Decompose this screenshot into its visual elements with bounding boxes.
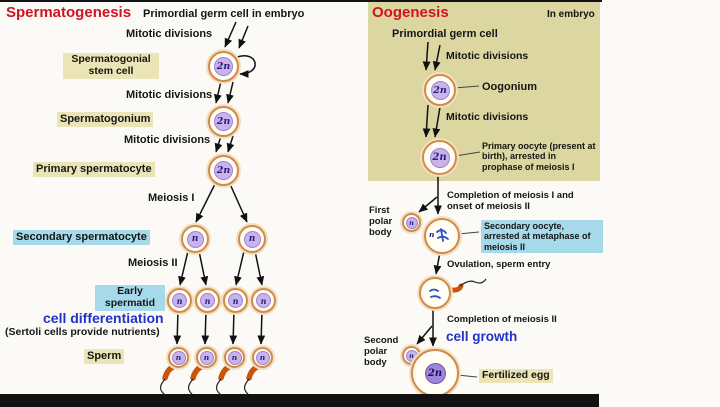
nucleus-ploidy: n bbox=[171, 350, 186, 365]
nucleus-ploidy: n bbox=[186, 230, 204, 248]
mitotic-divisions-label-3: Mitotic divisions bbox=[124, 134, 211, 146]
fertilized-egg-cell: 2n bbox=[411, 349, 459, 397]
nucleus-ploidy: 2n bbox=[214, 161, 233, 180]
spermatogonium-label: Spermatogonium bbox=[57, 112, 154, 127]
sertoli-note-label: (Sertoli cells provide nutrients) bbox=[5, 326, 160, 338]
sperm-cell-3: n bbox=[224, 347, 245, 368]
ovulated-oocyte-cell bbox=[419, 277, 451, 309]
ploidy-label: n bbox=[429, 230, 435, 239]
nucleus-ploidy: n bbox=[405, 216, 418, 229]
nucleus-ploidy: n bbox=[256, 293, 271, 308]
spermatid-cell-2: n bbox=[195, 288, 220, 313]
spermatid-cell-3: n bbox=[223, 288, 248, 313]
spermatid-cell-4: n bbox=[251, 288, 276, 313]
secondary-spermatocyte-label: Secondary spermatocyte bbox=[13, 230, 150, 245]
mitotic-divisions-label-1: Mitotic divisions bbox=[126, 28, 213, 40]
nucleus-ploidy: n bbox=[227, 350, 242, 365]
oogonium-label: Oogonium bbox=[482, 81, 537, 93]
nucleus-ploidy: n bbox=[243, 230, 261, 248]
sperm-entry-icon bbox=[448, 278, 487, 293]
spermatogonial-stem-cell-label: Spermatogonial stem cell bbox=[63, 53, 159, 79]
primary-oocyte-label: Primary oocyte (present at birth), arres… bbox=[482, 141, 596, 172]
primary-spermatocyte-label: Primary spermatocyte bbox=[33, 162, 155, 177]
mitotic-divisions-label-5: Mitotic divisions bbox=[446, 111, 529, 123]
chromosomes-icon bbox=[436, 228, 449, 242]
nucleus-ploidy: n bbox=[255, 350, 270, 365]
second-polar-body-label: Second polar body bbox=[364, 335, 399, 368]
meiosis-i-label: Meiosis I bbox=[148, 192, 195, 204]
primary-oocyte-cell: 2n bbox=[422, 140, 457, 175]
oogenesis-title: Oogenesis bbox=[372, 4, 449, 21]
secondary-oocyte-label: Secondary oocyte, arrested at metaphase … bbox=[481, 220, 603, 253]
nucleus-ploidy: 2n bbox=[214, 57, 233, 76]
sperm-cell-4: n bbox=[252, 347, 273, 368]
first-polar-body-cell: n bbox=[402, 213, 421, 232]
first-polar-body-label: First polar body bbox=[369, 205, 393, 238]
fertilized-egg-label: Fertilized egg bbox=[479, 369, 553, 383]
spermatogonium-cell: 2n bbox=[208, 106, 239, 137]
secondary-spermatocyte-cell-right: n bbox=[238, 225, 266, 253]
spermatogenesis-title: Spermatogenesis bbox=[6, 4, 132, 21]
oogonium-cell: 2n bbox=[424, 74, 456, 106]
secondary-oocyte-cell: n bbox=[424, 218, 460, 254]
early-spermatid-label: Early spermatid bbox=[95, 285, 165, 311]
sperm-cell-2: n bbox=[196, 347, 217, 368]
primary-spermatocyte-cell: 2n bbox=[208, 155, 239, 186]
cell-differentiation-label: cell differentiation bbox=[43, 310, 164, 326]
embryo-panel bbox=[368, 2, 600, 181]
bottom-border bbox=[0, 394, 599, 407]
nucleus-ploidy: n bbox=[228, 293, 243, 308]
primordial-germ-cell-embryo-label: Primordial germ cell in embryo bbox=[143, 8, 305, 20]
chromosomes-icon bbox=[429, 288, 441, 299]
nucleus-ploidy: 2n bbox=[424, 362, 446, 384]
nucleus-ploidy: n bbox=[199, 350, 214, 365]
ovulation-label: Ovulation, sperm entry bbox=[447, 259, 551, 270]
primordial-germ-cell-label: Primordial germ cell bbox=[392, 28, 498, 40]
completion-meiosis-i-label: Completion of meiosis I and onset of mei… bbox=[447, 190, 574, 212]
mitotic-divisions-label-4: Mitotic divisions bbox=[446, 50, 529, 62]
nucleus-ploidy: 2n bbox=[430, 80, 450, 100]
mitotic-divisions-label-2: Mitotic divisions bbox=[126, 89, 213, 101]
sperm-cell-1: n bbox=[168, 347, 189, 368]
nucleus-ploidy: n bbox=[200, 293, 215, 308]
spermatid-cell-1: n bbox=[167, 288, 192, 313]
completion-meiosis-ii-label: Completion of meiosis II bbox=[447, 314, 557, 325]
nucleus-ploidy: 2n bbox=[214, 112, 233, 131]
stem-cell: 2n bbox=[208, 51, 239, 82]
cell-growth-label: cell growth bbox=[446, 329, 518, 344]
meiosis-ii-label: Meiosis II bbox=[128, 257, 178, 269]
nucleus-ploidy: n bbox=[172, 293, 187, 308]
sperm-label: Sperm bbox=[84, 349, 125, 364]
top-border bbox=[0, 0, 602, 2]
secondary-spermatocyte-cell-left: n bbox=[181, 225, 209, 253]
in-embryo-label: In embryo bbox=[547, 9, 595, 20]
nucleus-ploidy: 2n bbox=[429, 147, 450, 168]
